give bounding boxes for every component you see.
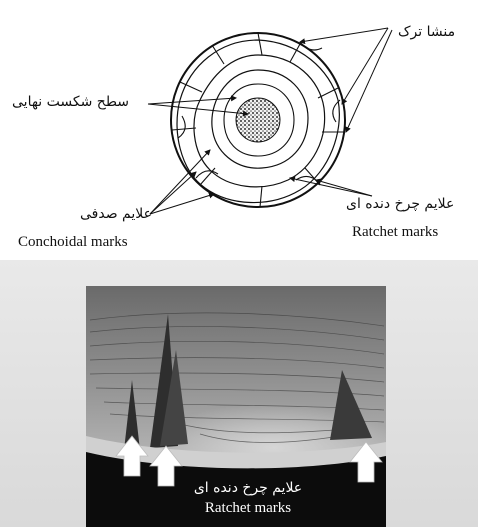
label-crack-origins: منشا ترک bbox=[398, 24, 455, 40]
label-ratchet-marks-fa: علایم چرخ دنده ای bbox=[346, 196, 454, 212]
leader-ratchet bbox=[316, 180, 372, 196]
photo-caption-en-wrap: Ratchet marks bbox=[168, 500, 328, 517]
photo-caption: علایم چرخ دنده ای bbox=[168, 478, 328, 496]
label-final-fracture-surface: سطح شکست نهایی bbox=[12, 94, 129, 110]
label-conchoidal-marks-en: Conchoidal marks bbox=[18, 234, 128, 251]
leader-crack-origin bbox=[342, 28, 388, 104]
leader-crack-origin bbox=[300, 28, 388, 42]
label-ratchet-marks-en: Ratchet marks bbox=[352, 224, 438, 241]
leader-crack-origin bbox=[346, 30, 392, 132]
leader-conchoidal bbox=[150, 172, 196, 214]
photo-caption-fa: علایم چرخ دنده ای bbox=[168, 480, 328, 496]
final-fracture-zone bbox=[236, 98, 280, 142]
photo-caption-en: Ratchet marks bbox=[168, 500, 328, 517]
label-conchoidal-marks-fa: علایم صدفی bbox=[80, 206, 152, 222]
